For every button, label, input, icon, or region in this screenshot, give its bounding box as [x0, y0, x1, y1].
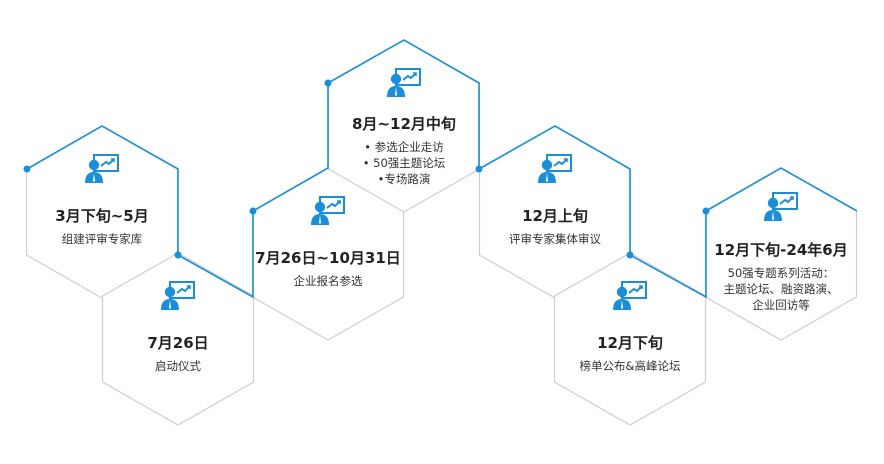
presenter-icon: [763, 192, 799, 226]
step-description: •专场路演: [377, 172, 431, 186]
step-description: 榜单公布&高峰论坛: [579, 359, 681, 373]
step-5: 12月上旬评审专家集体审议: [480, 154, 630, 247]
timeline-dot: [324, 79, 332, 87]
step-description: 50强专题系列活动：: [727, 266, 835, 280]
step-description: 主题论坛、融资路演、: [723, 282, 839, 296]
step-description: 启动仪式: [155, 359, 201, 373]
step-title: 12月下旬-24年6月: [714, 241, 848, 259]
step-title: 12月下旬: [597, 334, 663, 352]
step-description: 企业回访等: [752, 298, 810, 312]
timeline-connector: [26, 39, 858, 299]
step-title: 3月下旬~5月: [55, 207, 149, 225]
step-7: 12月下旬-24年6月 50强专题系列活动： 主题论坛、融资路演、企业回访等: [706, 192, 856, 313]
step-6: 12月下旬榜单公布&高峰论坛: [555, 281, 705, 374]
step-title: 7月26日~10月31日: [255, 249, 401, 267]
timeline-dot: [249, 207, 257, 215]
step-description: 评审专家集体审议: [509, 232, 601, 246]
timeline-dot: [23, 165, 31, 173]
presenter-icon: [612, 281, 648, 315]
presenter-icon: [310, 196, 346, 230]
timeline-dot: [702, 207, 710, 215]
step-description: 组建评审专家库: [61, 232, 143, 246]
presenter-icon: [160, 281, 196, 315]
step-title: 7月26日: [147, 334, 209, 352]
presenter-icon: [537, 154, 573, 188]
timeline-dot: [626, 251, 634, 259]
step-2: 7月26日启动仪式: [103, 281, 253, 374]
step-title: 12月上旬: [522, 207, 588, 225]
step-4: 8月~12月中旬 • 参选企业走访 • 50强主题论坛 •专场路演: [329, 68, 479, 187]
step-description: • 参选企业走访: [364, 140, 444, 154]
step-1: 3月下旬~5月组建评审专家库: [27, 154, 177, 247]
timeline-dot: [475, 165, 483, 173]
timeline-dot: [174, 251, 182, 259]
step-title: 8月~12月中旬: [352, 115, 456, 133]
step-description: 企业报名参选: [293, 274, 363, 288]
step-description: • 50强主题论坛: [362, 156, 446, 170]
presenter-icon: [386, 68, 422, 102]
step-3: 7月26日~10月31日企业报名参选: [253, 196, 403, 289]
presenter-icon: [84, 154, 120, 188]
